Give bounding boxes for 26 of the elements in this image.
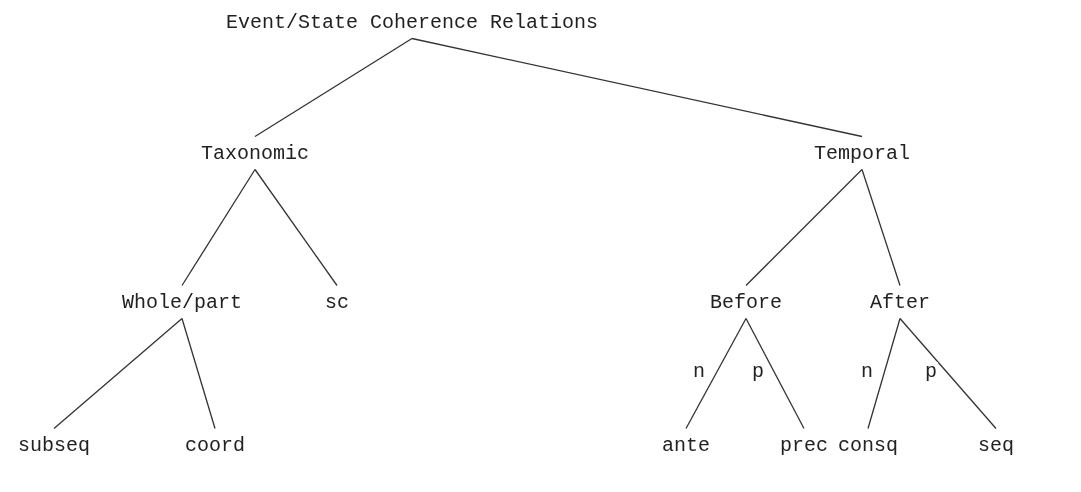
connector-line (254, 37, 413, 138)
node-label: seq (978, 432, 1014, 458)
connector-line (899, 317, 997, 430)
node-label: coord (185, 432, 245, 458)
node-label: After (870, 289, 930, 315)
node-label: Temporal (814, 140, 910, 166)
connector-line (181, 317, 216, 430)
connector-line (53, 317, 183, 430)
node-label: subseq (18, 432, 90, 458)
connector-line (867, 317, 901, 430)
connector-line (411, 37, 863, 138)
node-label: Whole/part (122, 289, 242, 315)
connector-line (745, 317, 805, 430)
connector-line (745, 168, 863, 287)
node-label: consq (838, 432, 898, 458)
node-label: Taxonomic (201, 140, 309, 166)
connector-line (685, 317, 747, 430)
node-label: prec (780, 432, 828, 458)
connector-line (861, 168, 901, 287)
node-label: ante (662, 432, 710, 458)
edge-label: p (924, 361, 938, 382)
connector-line (181, 168, 256, 287)
node-label: sc (325, 289, 349, 315)
node-label: Event/State Coherence Relations (225, 9, 599, 35)
node-label: Before (710, 289, 782, 315)
connector-line (254, 168, 338, 287)
